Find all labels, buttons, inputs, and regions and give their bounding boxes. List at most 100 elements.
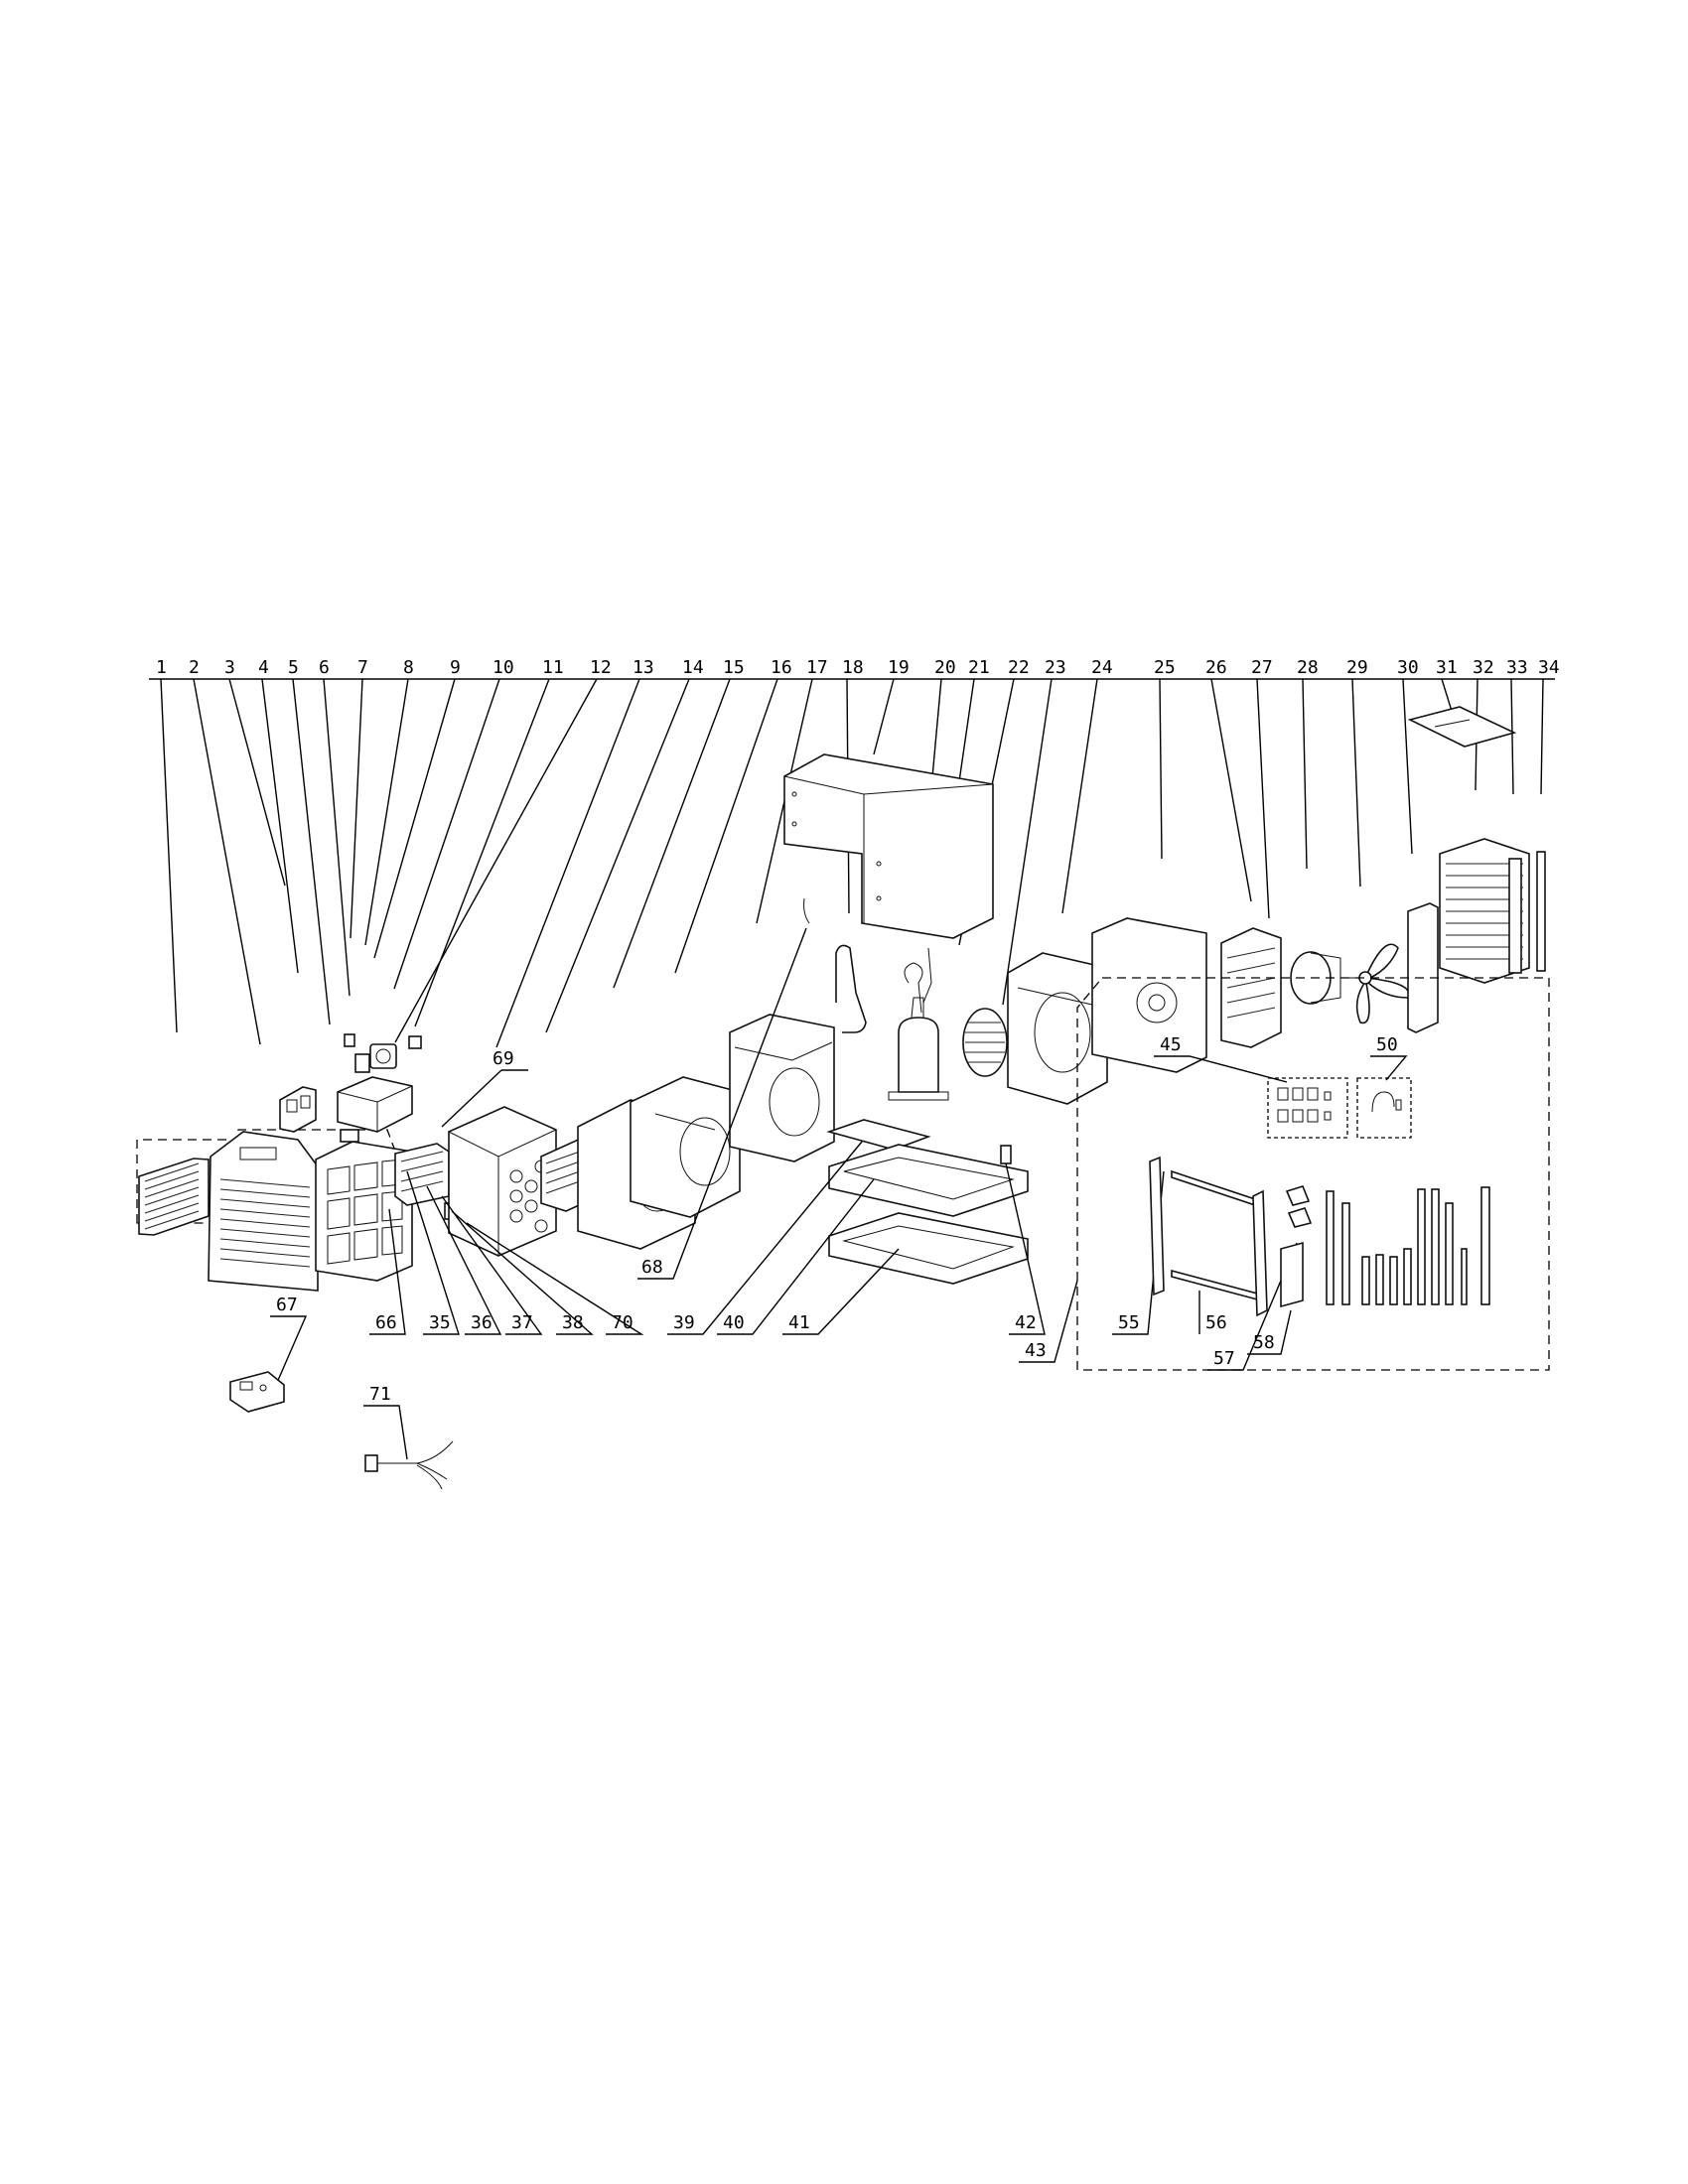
part-7-switch [344, 1033, 355, 1047]
callout-5: 5 [288, 657, 299, 678]
callout-66: 66 [375, 1312, 397, 1333]
part-8-capacitor [354, 1053, 370, 1073]
bottom-leader-lines [369, 1141, 1078, 1363]
part-25-partition [1091, 917, 1207, 1073]
part-58-foam-seal [1280, 1241, 1304, 1308]
part-2-front-grille [208, 1131, 319, 1292]
part-11-control-box [337, 1076, 413, 1133]
callout-2: 2 [189, 657, 200, 678]
part-1-filter-cartridge [138, 1158, 210, 1236]
callout-43: 43 [1025, 1340, 1047, 1361]
callout-22: 22 [1008, 657, 1030, 678]
callout-11: 11 [542, 657, 564, 678]
callout-27: 27 [1251, 657, 1273, 678]
part-16-blower-scroll [630, 1076, 741, 1218]
part-35-thermostat [394, 1143, 450, 1206]
callout-14: 14 [682, 657, 704, 678]
part-33-side-seal [1508, 858, 1522, 974]
callout-15: 15 [723, 657, 745, 678]
callout-57: 57 [1213, 1348, 1235, 1369]
part-4-control-panel [279, 1086, 317, 1133]
callout-33: 33 [1506, 657, 1528, 678]
callout-19: 19 [888, 657, 910, 678]
part-31-top-cover [1407, 706, 1517, 748]
callout-8: 8 [403, 657, 414, 678]
callout-31: 31 [1436, 657, 1458, 678]
part-34-side-strip [1536, 851, 1546, 972]
callout-56: 56 [1205, 1312, 1227, 1333]
callout-10: 10 [492, 657, 514, 678]
part-22-compressor [888, 997, 949, 1101]
callout-20: 20 [934, 657, 956, 678]
installation-kit-outline [1076, 977, 1550, 1371]
part-40-base-pan [828, 1144, 1029, 1217]
part-13-evaporator-coil [448, 1106, 557, 1257]
part-68-wire [803, 897, 810, 924]
callout-29: 29 [1346, 657, 1368, 678]
part-24-fan-shroud [1007, 952, 1108, 1105]
callout-26: 26 [1205, 657, 1227, 678]
callout-37: 37 [511, 1312, 533, 1333]
callout-4: 4 [258, 657, 269, 678]
part-6-small-clip [340, 1129, 359, 1143]
part-10-relay [408, 1035, 422, 1049]
part-19-cabinet-wrapper [783, 753, 994, 939]
callout-21: 21 [968, 657, 990, 678]
callout-67: 67 [276, 1295, 298, 1315]
part-69-leader [441, 1069, 502, 1128]
part-39-drain-insert [826, 1119, 931, 1151]
callout-58: 58 [1253, 1332, 1275, 1353]
part-71-power-cord [364, 1440, 454, 1490]
callout-38: 38 [562, 1312, 584, 1333]
part-26-motor-bracket [1220, 927, 1282, 1048]
callout-18: 18 [842, 657, 864, 678]
top-callouts: 1 2 3 4 5 6 7 8 9 10 11 12 13 14 15 16 1… [156, 657, 1560, 678]
part-32-condenser-coil [1439, 838, 1530, 984]
part-30-shroud-bracket [1407, 902, 1439, 1033]
callout-1: 1 [156, 657, 167, 678]
part-67-remote-control [229, 1371, 285, 1413]
part-23-blower-wheel [962, 1008, 1008, 1077]
callout-71: 71 [369, 1384, 391, 1405]
kit-callouts: 45 50 55 56 57 58 [1118, 1034, 1398, 1369]
callout-39: 39 [673, 1312, 695, 1333]
callout-68: 68 [641, 1257, 663, 1278]
part-29-fan-blade [1355, 943, 1410, 1024]
part-17-bulkhead [729, 1014, 835, 1162]
callout-41: 41 [788, 1312, 810, 1333]
callout-69: 69 [492, 1048, 514, 1069]
part-42-drain-fitting [1000, 1145, 1012, 1164]
part-21-discharge-tube [922, 947, 932, 1004]
callout-3: 3 [224, 657, 235, 678]
part-18-capillary-tube [835, 944, 867, 1033]
callout-28: 28 [1297, 657, 1319, 678]
callout-12: 12 [590, 657, 612, 678]
callout-13: 13 [633, 657, 654, 678]
callout-23: 23 [1045, 657, 1066, 678]
callout-9: 9 [450, 657, 461, 678]
callout-16: 16 [771, 657, 792, 678]
part-20-valve [904, 962, 923, 1014]
part-9-motor-capacitor [369, 1043, 397, 1069]
callout-34: 34 [1538, 657, 1560, 678]
part-55-curtain-frame [1149, 1156, 1268, 1317]
callout-32: 32 [1473, 657, 1494, 678]
callout-36: 36 [471, 1312, 492, 1333]
part-41-base-plate [828, 1212, 1029, 1285]
kit-seal-strips [1326, 1186, 1490, 1305]
part-57-bracket [1285, 1185, 1311, 1206]
callout-17: 17 [806, 657, 828, 678]
part-45-hardware-bag [1267, 1077, 1348, 1139]
part-50-hardware-bag [1356, 1077, 1412, 1139]
callout-42: 42 [1015, 1312, 1037, 1333]
callout-24: 24 [1091, 657, 1113, 678]
callout-55: 55 [1118, 1312, 1140, 1333]
callout-45: 45 [1160, 1034, 1182, 1055]
callout-50: 50 [1376, 1034, 1398, 1055]
callout-35: 35 [429, 1312, 451, 1333]
bottom-callouts: 66 35 36 37 38 70 39 40 41 42 43 [375, 1312, 1047, 1361]
callout-6: 6 [319, 657, 330, 678]
callout-30: 30 [1397, 657, 1419, 678]
callout-25: 25 [1154, 657, 1176, 678]
